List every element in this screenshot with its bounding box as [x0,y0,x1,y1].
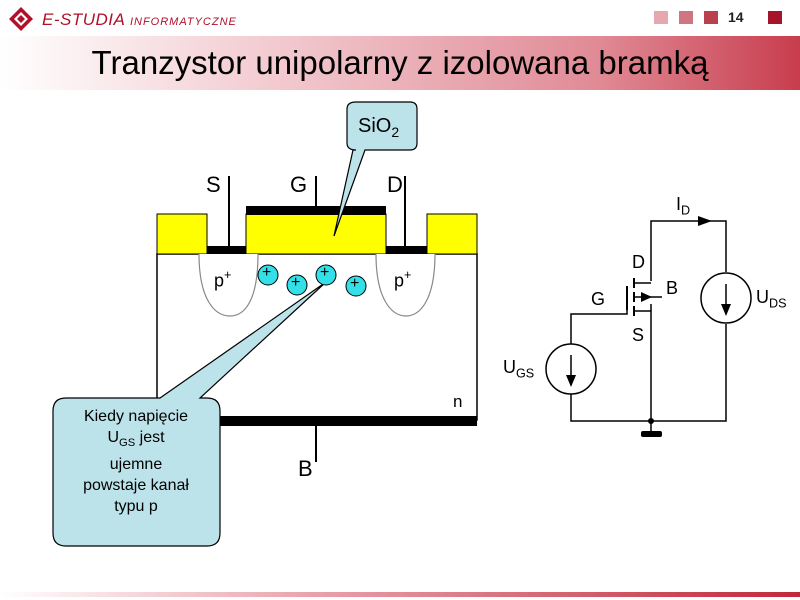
positive-charge [286,274,308,296]
gate-label: G [290,172,308,197]
slide-title: Tranzystor unipolarny z izolowana bramką [91,44,709,81]
source-silicon-pad [156,213,208,255]
uds-arrow-icon [721,304,731,316]
mosfet-circuit [570,220,727,422]
header-dot [679,11,693,24]
circuit-bulk-label: B [666,278,679,298]
drain-metal [386,246,427,254]
positive-charge [257,264,279,286]
p-region-right-label: p+ [394,268,412,291]
current-arrow-icon [698,216,712,226]
circuit-drain-label: D [632,252,645,272]
drain-silicon-pad [426,213,478,255]
note-line: Kiedy napięcie [83,408,189,425]
ugs-label: UGS [503,357,535,381]
gate-metal [246,206,386,215]
brand-name: E-STUDIA INFORMATYCZNE [42,10,237,29]
note-line: typu p [114,497,158,515]
charge-label: + [262,264,272,281]
current-label: ID [676,194,691,218]
drain-wire [650,220,727,281]
note-callout-text: Kiedy napięcie UGS jest ujemne powstaje … [56,406,216,517]
title-band [0,36,800,90]
bulk-arrow-icon [641,292,652,302]
gate-oxide [245,213,387,255]
note-callout-bubble [52,281,327,547]
note-line: UGS jest [107,429,165,449]
header-dot [768,11,782,24]
header-dot [654,11,668,24]
bulk-label: B [298,456,313,481]
p-region-left-label: p+ [214,268,232,291]
positive-charge [345,275,367,297]
source-metal [207,246,246,254]
substrate-label: n [453,392,463,411]
p-region-left [198,253,259,317]
positive-charges [257,264,367,297]
bulk-metal [157,416,477,426]
drain-label: D [387,172,403,197]
note-line: powstaje kanał [83,476,189,494]
p-region-right [375,253,436,317]
page-number: 14 [728,9,744,25]
brand-logo: E-STUDIA INFORMATYCZNE [8,6,238,32]
ugs-arrow-icon [566,375,576,387]
ugs-return-wire [570,394,651,422]
charge-label: + [320,264,330,281]
oxide-callout-bubble [333,101,418,237]
source-label: S [206,172,221,197]
charge-label: + [350,275,360,292]
ground-symbol [641,431,662,437]
uds-label: UDS [756,287,787,311]
positive-charge [315,264,337,286]
charge-label: + [291,274,301,291]
oxide-callout-text: SiO2 [358,115,400,140]
footer-line [0,592,800,597]
header-dot [704,11,718,24]
note-line: ujemne [109,455,163,473]
uds-return-wire [651,324,727,422]
circuit-source-label: S [632,325,645,345]
circuit-gate-label: G [591,289,606,309]
logo-icon [9,7,33,31]
